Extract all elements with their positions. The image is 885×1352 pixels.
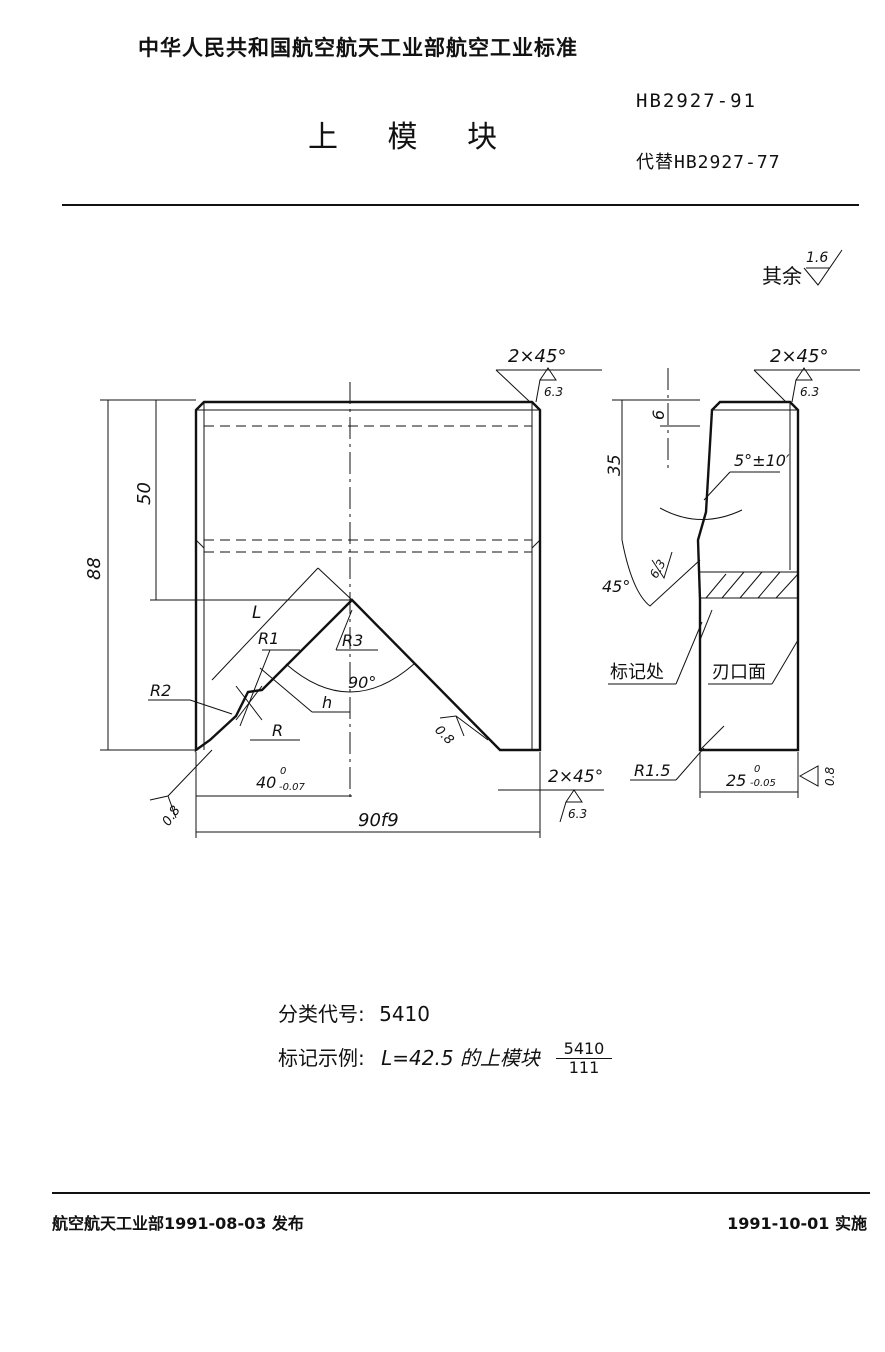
front-outline [194, 400, 542, 753]
dim-6: 6 [649, 410, 668, 420]
dim-40: 40 [256, 773, 276, 792]
dim-R: R [272, 721, 283, 740]
dim-R1-5: R1.5 [634, 761, 671, 780]
marking-example-line: 标记示例: L=42.5 的上模块 [278, 1042, 540, 1071]
dim-25-tol-lower: -0.05 [750, 778, 776, 789]
side-outline [696, 400, 800, 752]
side-view: 35 6 5°±10′ 45° 6.3 标记处 刃口面 R1.5 25 0 -0… [602, 346, 860, 798]
front-view: 88 50 L R1 R2 R3 R h 90° [84, 346, 604, 838]
dim-25-tol-upper: 0 [754, 764, 760, 775]
marking-fraction-top: 5410 [556, 1040, 612, 1059]
side-roughness-63: 6.3 [647, 557, 669, 581]
footer-rule [52, 1192, 870, 1194]
dim-88: 88 [84, 557, 105, 580]
surface-rest-value: 1.6 [806, 250, 828, 266]
bottom-chamfer-roughness: 6.3 [568, 807, 587, 821]
marking-fraction-bottom: 111 [568, 1058, 600, 1077]
side-chamfer: 2×45° [770, 346, 828, 367]
surface-rest-symbol: 其余 1.6 [762, 249, 843, 288]
side-chamfer-roughness: 6.3 [800, 385, 819, 399]
angle-5: 5°±10′ [734, 451, 790, 470]
standard-code: HB2927-91 [636, 90, 757, 112]
angle-90: 90° [348, 673, 376, 692]
issuing-organization: 中华人民共和国航空航天工业部航空工业标准 [138, 36, 578, 60]
v-roughness: 0.8 [431, 723, 456, 748]
hatch-lines [705, 571, 799, 599]
classification-code-label: 分类代号: [278, 1002, 365, 1026]
top-chamfer: 2×45° [508, 346, 566, 367]
dim-90f9: 90f9 [358, 810, 399, 831]
dim-L: L [252, 603, 261, 623]
dim-25: 25 [726, 771, 746, 790]
dim-40-tol-lower: -0.07 [279, 782, 306, 793]
dim-35: 35 [605, 454, 625, 476]
dim-40-tol-upper: 0 [280, 766, 286, 777]
bottom-chamfer: 2×45° [548, 767, 603, 787]
blade-face-label: 刃口面 [712, 662, 766, 683]
replaced-standard: 代替HB2927-77 [636, 152, 781, 173]
document-title: 上 模 块 [308, 120, 518, 155]
mark-place-label: 标记处 [610, 662, 664, 683]
effective-date: 1991-10-01 实施 [727, 1214, 867, 1233]
classification-code-value: 5410 [379, 1002, 431, 1026]
dim-R1: R1 [258, 629, 279, 648]
top-chamfer-roughness: 6.3 [544, 385, 563, 399]
dim-R3: R3 [342, 631, 363, 650]
dim-h: h [322, 693, 332, 712]
surface-rest-label: 其余 [762, 264, 802, 288]
marking-fraction: 5410 111 [556, 1040, 612, 1077]
dim-50: 50 [134, 482, 155, 505]
issued-date: 航空航天工业部1991-08-03 发布 [52, 1214, 304, 1233]
dim-R2: R2 [150, 681, 171, 700]
angle-45: 45° [602, 577, 630, 596]
bottom-left-roughness: 0.8 [160, 803, 184, 829]
header-rule [62, 204, 859, 206]
marking-example-label: 标记示例: [278, 1046, 365, 1070]
marking-example-text: L=42.5 的上模块 [381, 1046, 540, 1070]
side-right-roughness: 0.8 [823, 767, 837, 786]
classification-code-line: 分类代号: 5410 [278, 998, 430, 1027]
